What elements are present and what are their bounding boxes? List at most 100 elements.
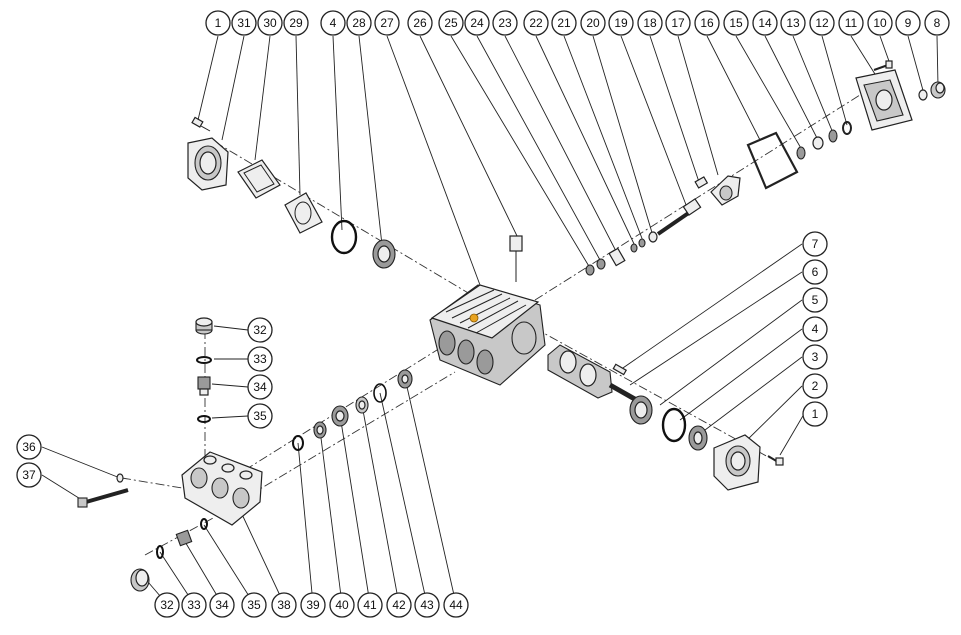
callout-label: 1	[215, 16, 222, 30]
part-front-cover-2	[713, 434, 761, 491]
callout-39: 39	[300, 592, 326, 618]
callout-4-right: 4	[802, 316, 828, 342]
callout-25: 25	[438, 10, 464, 36]
leader-28	[358, 35, 383, 246]
callout-13: 13	[780, 10, 806, 36]
part-clip-21	[638, 238, 646, 248]
leader-41	[339, 414, 371, 605]
callout-label: 37	[22, 468, 36, 482]
callout-3: 3	[802, 344, 828, 370]
callout-15: 15	[723, 10, 749, 36]
callout-label: 20	[586, 16, 600, 30]
leader-13	[792, 35, 834, 134]
callout-11: 11	[838, 10, 864, 36]
callout-29: 29	[283, 10, 309, 36]
callout-label: 34	[215, 598, 229, 612]
leader-16	[706, 35, 761, 141]
callout-4-top: 4	[320, 10, 346, 36]
leader-23	[504, 35, 619, 256]
axis-manifold-bolt	[121, 477, 183, 489]
part-o-ring-4-front	[661, 407, 687, 443]
callout-30: 30	[257, 10, 283, 36]
callout-34-upper: 34	[247, 374, 273, 400]
leader-26	[419, 35, 519, 239]
leader-39	[297, 442, 314, 605]
part-gasket-30-inner	[243, 164, 275, 193]
leader-34-upper	[211, 383, 249, 388]
part-plunger-19	[656, 198, 702, 236]
part-rear-cover-11	[855, 69, 913, 131]
part-bolt-37	[77, 488, 129, 508]
leader-17	[677, 35, 719, 176]
part-ring-39	[292, 435, 304, 451]
callout-label: 18	[643, 16, 657, 30]
axis-crankshaft	[519, 319, 771, 459]
callout-33-upper: 33	[247, 346, 273, 372]
leader-38	[239, 509, 285, 605]
callout-40: 40	[329, 592, 355, 618]
callout-34-lower: 34	[209, 592, 235, 618]
part-valve-cap-32-lower	[130, 568, 150, 592]
leader-21	[563, 35, 644, 242]
callout-42: 42	[386, 592, 412, 618]
leader-18	[649, 35, 701, 186]
part-seal-44	[397, 369, 413, 389]
callout-24: 24	[464, 10, 490, 36]
part-gasket-29	[284, 192, 323, 234]
leader-1-top	[197, 35, 219, 121]
leader-31	[221, 35, 245, 141]
leader-30	[254, 35, 271, 161]
part-manifold-38	[181, 451, 263, 526]
leader-9	[907, 35, 925, 95]
part-gasket-30	[237, 159, 281, 199]
callout-label: 34	[253, 380, 267, 394]
part-washer-14	[812, 136, 824, 150]
leader-7	[619, 243, 803, 371]
part-crankshaft	[547, 344, 642, 405]
callout-label: 25	[444, 16, 458, 30]
callout-44: 44	[443, 592, 469, 618]
part-oil-seal-15	[796, 146, 806, 160]
callout-label: 3	[812, 350, 819, 364]
callout-1-top: 1	[205, 10, 231, 36]
leader-34-lower	[183, 539, 223, 605]
leader-32-upper	[213, 325, 249, 331]
callout-31: 31	[231, 10, 257, 36]
callout-label: 8	[934, 16, 941, 30]
callout-1-right: 1	[802, 401, 828, 427]
callout-35-lower: 35	[241, 592, 267, 618]
part-gasket-16	[746, 131, 799, 190]
callout-12: 12	[809, 10, 835, 36]
part-valve-34-lower	[175, 529, 193, 547]
callout-label: 41	[363, 598, 377, 612]
part-o-ring-35-upper	[197, 415, 211, 423]
callout-label: 33	[253, 352, 267, 366]
part-screw-1-front	[767, 455, 784, 466]
callout-label: 35	[253, 409, 267, 423]
axis-manifold-lower	[249, 371, 456, 496]
callout-label: 44	[449, 598, 463, 612]
part-screw-10	[873, 60, 893, 71]
leader-22	[535, 35, 636, 247]
part-o-ring-35-lower	[200, 518, 208, 530]
part-oil-cap-8	[930, 81, 946, 99]
callout-label: 2	[812, 379, 819, 393]
part-washer-20	[648, 231, 658, 243]
callout-label: 39	[306, 598, 320, 612]
leader-15	[735, 35, 803, 151]
part-seal-40	[313, 421, 327, 439]
callout-32-lower: 32	[154, 592, 180, 618]
callout-label: 21	[557, 16, 571, 30]
callout-14: 14	[752, 10, 778, 36]
part-oil-seal-3	[688, 425, 708, 451]
callout-label: 29	[289, 16, 303, 30]
callout-37: 37	[16, 462, 42, 488]
callout-label: 27	[380, 16, 394, 30]
callout-label: 10	[873, 16, 887, 30]
part-bearing-cover-31	[187, 137, 229, 191]
callout-8: 8	[924, 10, 950, 36]
leader-27	[386, 35, 481, 286]
part-ring-42	[355, 396, 369, 414]
leader-35-upper	[211, 415, 249, 419]
